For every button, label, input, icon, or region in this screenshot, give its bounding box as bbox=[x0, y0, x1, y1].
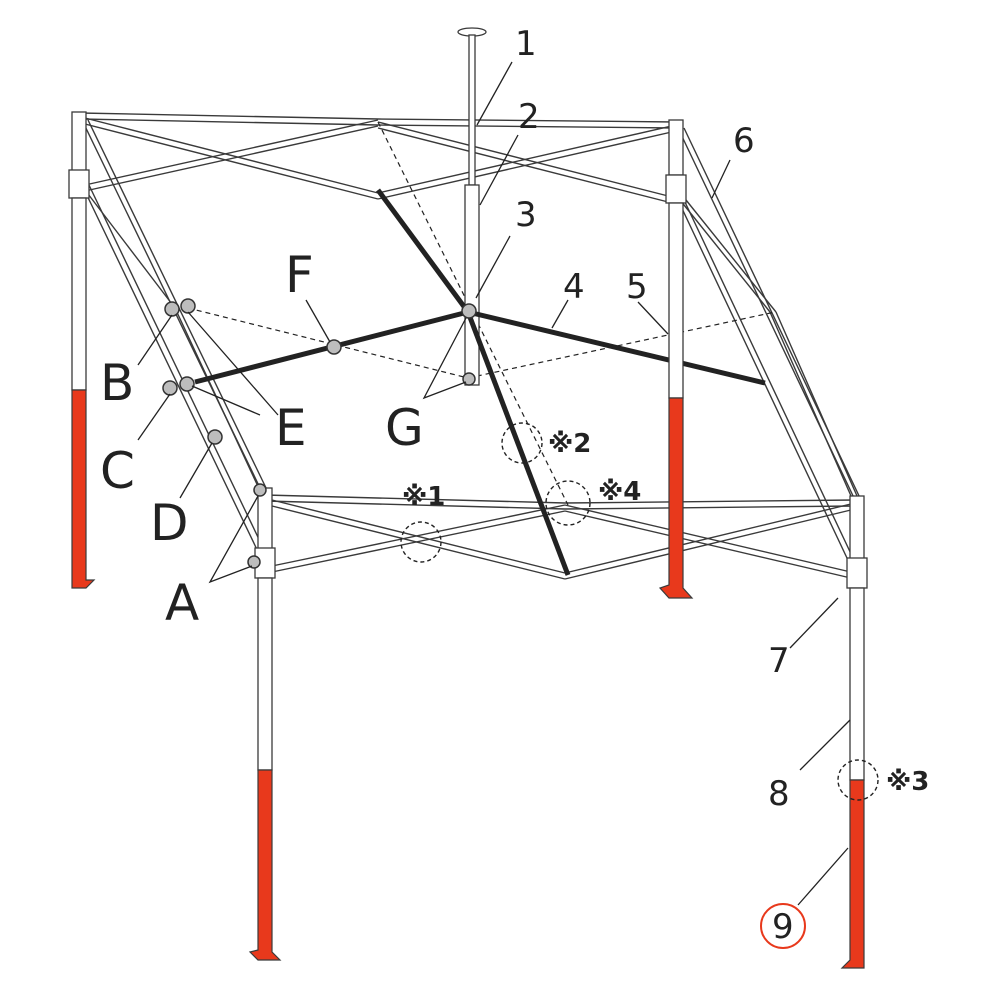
label-joint-e: E bbox=[275, 399, 307, 457]
part-number-labels: 1 2 3 4 5 6 7 8 9 bbox=[515, 24, 806, 949]
joint-c bbox=[162, 380, 178, 396]
label-joint-f: F bbox=[285, 246, 314, 304]
label-part-7: 7 bbox=[768, 641, 790, 681]
label-joint-a: A bbox=[165, 574, 199, 632]
note-circle-3 bbox=[837, 759, 879, 801]
front-roof-frame bbox=[264, 494, 856, 580]
joint-a-2 bbox=[247, 555, 261, 569]
label-part-8: 8 bbox=[768, 774, 790, 814]
center-pole bbox=[457, 27, 487, 386]
label-joint-g: G bbox=[385, 399, 424, 457]
label-part-4: 4 bbox=[563, 267, 585, 307]
right-side-truss bbox=[677, 127, 862, 576]
joint-a-1 bbox=[253, 483, 267, 497]
joint-f bbox=[326, 339, 342, 355]
leader-lines bbox=[137, 61, 851, 906]
label-joint-d: D bbox=[150, 494, 189, 552]
label-note-2: ※2 bbox=[548, 429, 591, 459]
leg-front-left bbox=[248, 487, 282, 961]
joint-g-2 bbox=[462, 372, 476, 386]
note-circles bbox=[400, 422, 879, 801]
joints bbox=[162, 298, 477, 569]
label-part-1: 1 bbox=[515, 24, 537, 64]
label-note-3: ※3 bbox=[886, 767, 929, 797]
joint-g-1 bbox=[461, 303, 477, 319]
joint-b-2 bbox=[180, 298, 196, 314]
label-part-6: 6 bbox=[733, 121, 755, 161]
note-labels: ※1 ※2 ※3 ※4 bbox=[402, 429, 929, 797]
note-circle-1 bbox=[400, 521, 442, 563]
label-part-2: 2 bbox=[518, 97, 540, 137]
label-part-5: 5 bbox=[626, 267, 648, 307]
back-roof-frame bbox=[79, 112, 677, 205]
label-joint-b: B bbox=[100, 354, 134, 412]
joint-e bbox=[179, 376, 195, 392]
note-circle-2 bbox=[501, 422, 543, 464]
joint-letter-labels: A B C D E F G bbox=[100, 246, 424, 632]
leg-front-right bbox=[840, 495, 868, 969]
leg-back-right bbox=[658, 119, 694, 599]
label-note-4: ※4 bbox=[598, 477, 641, 507]
note-circle-4 bbox=[545, 480, 591, 526]
label-note-1: ※1 bbox=[402, 482, 445, 512]
part-9-highlight-circle bbox=[760, 903, 806, 949]
joint-b-1 bbox=[164, 301, 180, 317]
label-joint-c: C bbox=[100, 442, 135, 500]
joint-d bbox=[207, 429, 223, 445]
label-part-3: 3 bbox=[515, 195, 537, 235]
leg-back-left bbox=[68, 111, 96, 589]
label-part-9: 9 bbox=[772, 907, 794, 947]
